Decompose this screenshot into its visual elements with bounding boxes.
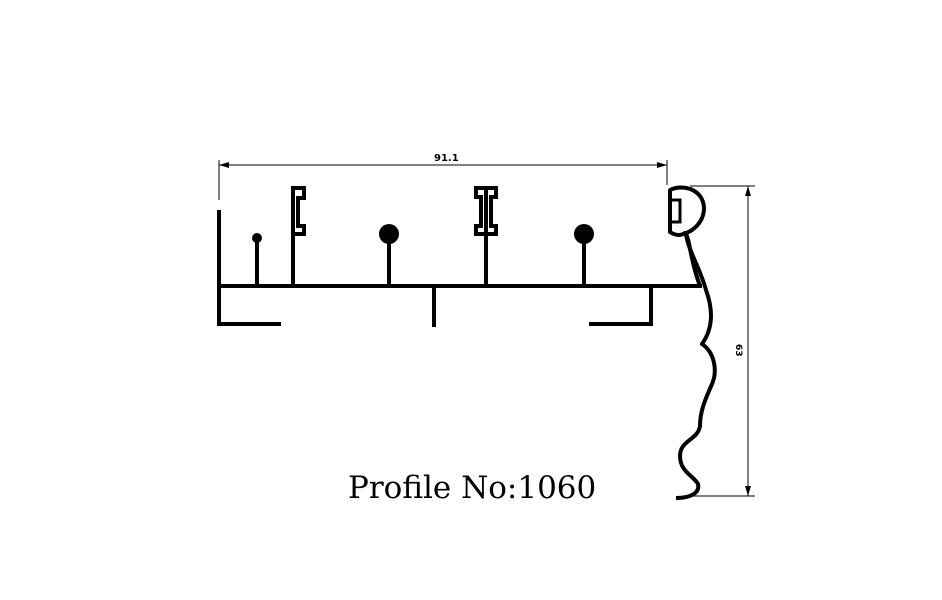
rib-c-left-head [291,186,306,236]
height-dimension-label: 63 [733,344,743,357]
width-dimension-label: 91.1 [434,153,459,164]
bulb-small [252,233,262,243]
rib-i-head-right [484,186,498,236]
bulb-2 [574,224,594,244]
profile-body [217,186,702,327]
rib-i-head-left [474,186,488,236]
profile-number-label: Profile No:1060 [348,470,597,506]
height-dimension [690,185,755,497]
bulb-1 [379,224,399,244]
wavy-face [668,185,717,500]
hook-slot [670,198,682,224]
width-dimension [218,160,668,200]
